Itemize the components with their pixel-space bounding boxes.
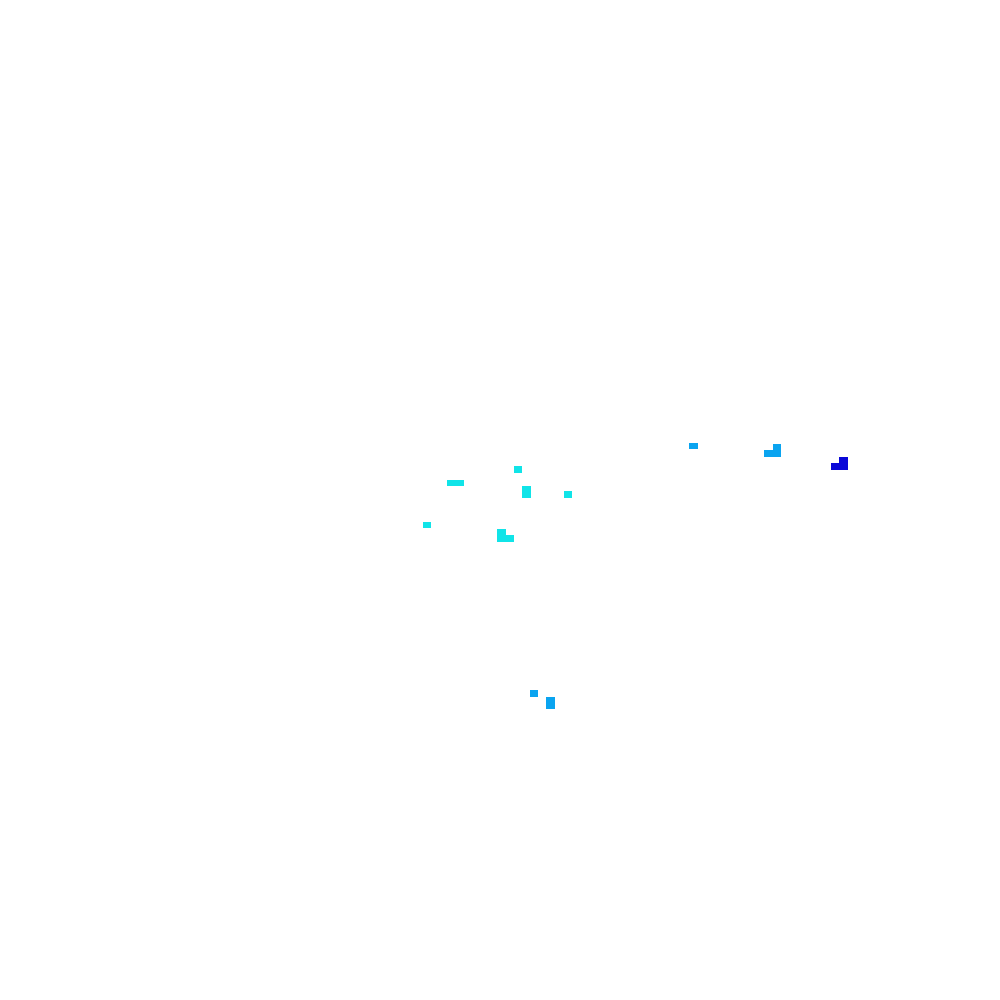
cyan-cluster-block-6	[497, 529, 506, 542]
cyan-cluster-block-1	[447, 480, 464, 486]
blue-mark-block-1	[839, 457, 848, 470]
cyan-cluster-block-7	[506, 535, 514, 542]
cyan-cluster	[423, 466, 572, 542]
sky-cluster-upper-block-2	[773, 444, 781, 457]
sky-cluster-lower	[530, 690, 555, 709]
sky-cluster-upper-block-1	[689, 443, 698, 449]
blue-mark	[831, 457, 848, 470]
cyan-cluster-block-3	[522, 486, 531, 498]
sky-cluster-upper-block-3	[764, 450, 774, 457]
sky-cluster-upper	[689, 443, 781, 457]
sky-cluster-lower-block-1	[530, 690, 538, 697]
cyan-cluster-block-4	[564, 491, 572, 498]
sky-cluster-lower-block-2	[546, 697, 555, 709]
blue-mark-block-2	[831, 463, 841, 470]
cyan-cluster-block-2	[514, 466, 522, 473]
cyan-cluster-block-5	[423, 522, 431, 528]
